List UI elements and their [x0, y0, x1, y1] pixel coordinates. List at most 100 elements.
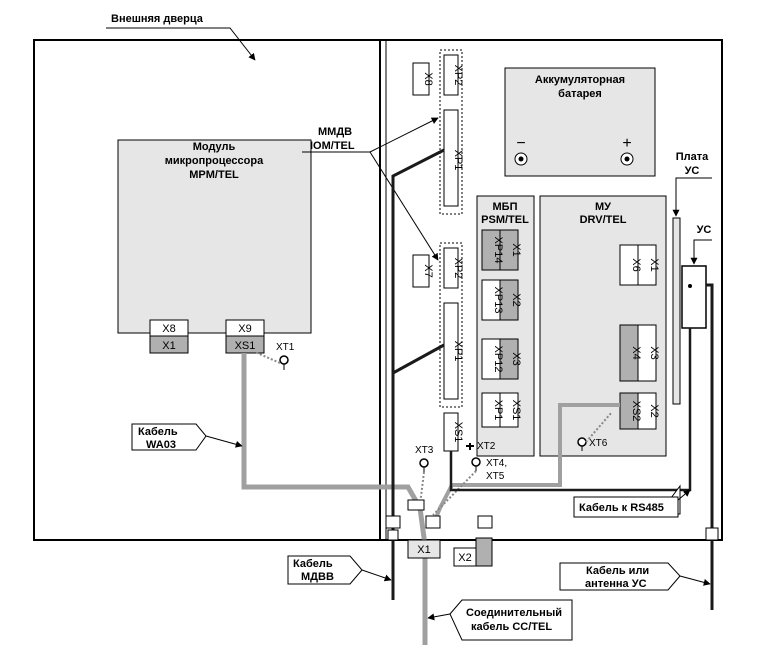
us-label: УС [697, 224, 712, 236]
callout-mdvv-1: Кабель [293, 558, 333, 570]
gland-mdvv [387, 529, 399, 541]
drv-x4-label: X4 [630, 346, 642, 359]
psm-xp14-label: XP14 [492, 237, 504, 264]
bottom-x2-body [475, 537, 493, 567]
callout-wa03-leader [205, 435, 243, 448]
drv-xs2-label: XS2 [630, 401, 642, 422]
psm-x1 [499, 229, 519, 271]
xt1-dotted-link [254, 351, 281, 364]
psm-connectors: XP14 X1 XP13 X2 XP12 X3 XP1 XS1 [481, 229, 522, 428]
callout-antenna-1: Кабель или [586, 565, 649, 577]
psm-x2 [499, 279, 519, 321]
callout-mdvv-box [287, 555, 363, 585]
bottom-x2-label: X2 [458, 552, 471, 564]
plata-us-strip [672, 217, 681, 405]
mmdv-xp1-lower [443, 302, 459, 400]
callout-rs485-frame [573, 496, 679, 518]
battery-title-1: Аккумуляторная [535, 74, 625, 86]
xt1-label: XT1 [276, 342, 295, 353]
drv-x2-label: X2 [648, 404, 660, 417]
mmdv-title-1: ММДВ [318, 126, 352, 138]
mmdv-xp2-upper-label: XP2 [452, 65, 464, 86]
us-connector-icon [688, 284, 692, 288]
callout-rs485-text: Кабель к RS485 [579, 502, 664, 514]
xt3-dotted-link [419, 471, 425, 506]
cable-rs485 [449, 328, 692, 492]
callout-antenna-2: антенна УС [585, 578, 647, 590]
battery-plus: + [622, 135, 631, 152]
gland-right-small [477, 515, 493, 529]
door-title-leader [106, 27, 256, 61]
callout-wa03-2: WA03 [146, 439, 176, 451]
mmdv-leader-lower [369, 151, 439, 261]
cable-wa03 [241, 353, 428, 645]
mpm-title-1: Модуль [193, 141, 236, 153]
psm-x2-label: X2 [510, 293, 522, 306]
callout-antenna-leader [679, 575, 711, 586]
psm-x3 [499, 338, 519, 380]
xt6-dotted-link [585, 411, 613, 443]
psm-x1-label: X1 [510, 243, 522, 256]
mpm-title-3: MPM/TEL [189, 169, 239, 181]
battery-title-2: батарея [558, 88, 602, 100]
psm-x3-label: X3 [510, 352, 522, 365]
mmdv-xp2-lower [443, 247, 459, 289]
battery-plus-terminal-core [624, 156, 630, 162]
xt1-ground-icon [279, 355, 289, 365]
callout-wa03-1: Кабель [138, 426, 178, 438]
bottom-x1-connector [407, 539, 441, 559]
callout-cc-leader [427, 613, 451, 621]
mpm-xs1-label: XS1 [235, 340, 256, 352]
drv-x1-label: X1 [648, 258, 660, 271]
mmdv-x8-label: X8 [422, 72, 434, 85]
psm-xp12-label: XP12 [492, 346, 504, 373]
callout-cc-1: Соединительный [466, 607, 562, 619]
mpm-title-2: микропроцессора [165, 155, 264, 167]
gland-mid-1 [407, 499, 425, 511]
xt6-ground-icon [577, 437, 587, 447]
xt6-label: XT6 [589, 438, 608, 449]
mpm-x1-label: X1 [162, 340, 175, 352]
battery-minus: − [516, 135, 525, 152]
psm-title-2: PSM/TEL [481, 214, 529, 226]
mmdv-xs1-label: XS1 [452, 422, 464, 443]
mpm-module [117, 139, 312, 334]
mmdv-x7-label: X7 [422, 264, 434, 277]
mmdv-board-upper [439, 49, 463, 215]
psm-xs1-label: XS1 [510, 400, 522, 421]
psm-xs1 [499, 392, 519, 428]
callout-antenna-box [559, 562, 681, 591]
xt45-label-2: XT5 [486, 471, 505, 482]
us-leader [690, 239, 712, 265]
plata-title-1: Плата [676, 151, 709, 163]
callout-cc-2: кабель CC/TEL [471, 621, 552, 633]
drv-x3-label: X3 [648, 346, 660, 359]
callout-rs485-leader [677, 489, 691, 501]
plata-leader [672, 177, 712, 217]
plata-title-2: УС [685, 165, 700, 177]
mmdv-xp1-upper [443, 109, 459, 207]
drv-title-2: DRV/TEL [580, 214, 627, 226]
mpm-x1 [149, 335, 189, 354]
us-module [681, 265, 707, 329]
psm-xp1-label: XP1 [492, 400, 504, 421]
door-title: Внешняя дверца [111, 13, 204, 25]
mmdv-x7-box [412, 254, 430, 288]
callout-mdvv-2: МДВВ [301, 571, 334, 583]
battery-minus-terminal-core [518, 156, 524, 162]
mmdv-xp2-lower-label: XP2 [452, 258, 464, 279]
mmdv-title-2: IOM/TEL [310, 140, 355, 152]
drv-x1 [637, 244, 657, 286]
cable-antenna [706, 283, 714, 610]
mmdv-leader-upper [369, 117, 439, 153]
mmdv-x8-box [412, 62, 430, 96]
gland-left [385, 515, 401, 529]
gland-mid-2 [425, 515, 441, 529]
mmdv-xp1-upper-label: XP1 [452, 150, 464, 171]
xt3-ground-icon [419, 458, 429, 468]
drv-x2 [637, 392, 657, 430]
drv-title-1: МУ [595, 201, 611, 213]
cable-mdvv-upper [391, 148, 445, 600]
xt3-label: XT3 [415, 445, 434, 456]
